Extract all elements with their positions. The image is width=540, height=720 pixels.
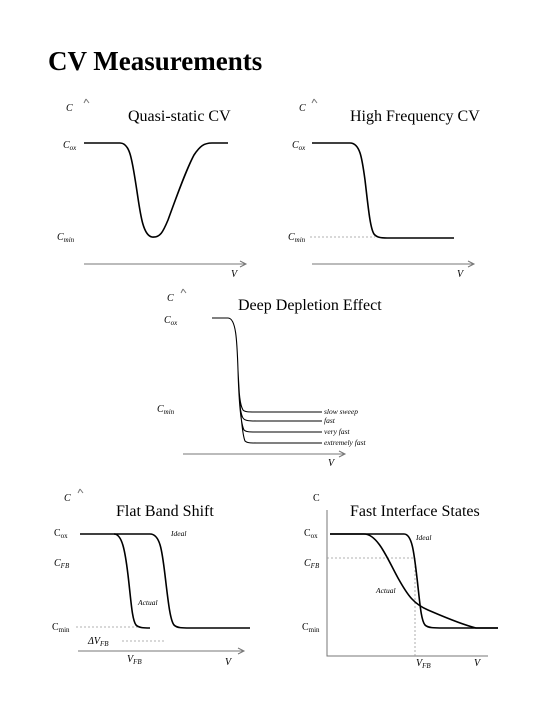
sweep-label: very fast (324, 427, 351, 436)
y-axis-symbol: C (313, 493, 320, 504)
actual-label: Actual (137, 598, 158, 607)
flat-band-title: Flat Band Shift (116, 503, 214, 520)
x-axis (312, 260, 476, 268)
x-axis-symbol: V (231, 269, 239, 280)
axes (326, 510, 488, 657)
x-axis (183, 450, 347, 458)
cmin-label: Cmin (52, 622, 70, 634)
vfb-label: VFB (127, 654, 142, 666)
sweep-label: fast (324, 416, 336, 425)
x-axis-symbol: V (474, 658, 482, 669)
y-axis-arrow (83, 98, 90, 104)
delta-vfb-label: ΔVFB (87, 636, 109, 648)
ideal-curve (330, 533, 498, 629)
ideal-curve (114, 533, 250, 629)
vfb-label: VFB (416, 658, 431, 670)
cox-label: Cox (304, 528, 318, 540)
cmin-label: Cmin (57, 232, 75, 244)
quasi-static-panel: C Cox Cmin V (57, 98, 248, 280)
fast-interface-title: Fast Interface States (350, 503, 480, 520)
quasi-static-title: Quasi-static CV (128, 108, 231, 125)
fast-interface-panel: C Cox CFB Cmin Ideal Actual VFB V (302, 493, 498, 670)
ideal-label: Ideal (170, 529, 186, 538)
y-axis-symbol: C (66, 103, 73, 114)
x-axis (84, 260, 248, 268)
y-axis-arrow (180, 288, 187, 294)
high-frequency-title: High Frequency CV (350, 108, 480, 125)
high-frequency-curve (312, 142, 454, 239)
vfb-guides (327, 557, 416, 656)
cmin-label: Cmin (288, 232, 306, 244)
y-axis-symbol: C (64, 493, 71, 504)
ideal-label: Ideal (415, 533, 431, 542)
deep-depletion-panel: C Cox Cmin V slow sweep fast very fast e… (157, 288, 366, 469)
cmin-label: Cmin (302, 622, 320, 634)
x-axis-symbol: V (328, 458, 336, 469)
quasi-static-curve (84, 142, 228, 238)
x-axis-symbol: V (225, 657, 233, 668)
sweep-label: slow sweep (324, 407, 358, 416)
actual-label: Actual (375, 586, 396, 595)
high-frequency-panel: C Cox Cmin V (288, 98, 476, 280)
y-axis-symbol: C (299, 103, 306, 114)
cox-label: Cox (54, 528, 68, 540)
actual-curve (330, 533, 498, 629)
cmin-label: Cmin (157, 404, 175, 416)
y-axis-arrow (77, 488, 84, 494)
page-title: CV Measurements (48, 46, 263, 76)
y-axis-arrow (311, 98, 318, 104)
deep-depletion-curves (212, 317, 322, 444)
cox-label: Cox (164, 315, 178, 327)
actual-curve (80, 533, 151, 629)
cox-label: Cox (292, 140, 306, 152)
cfb-label: CFB (54, 558, 70, 570)
cox-label: Cox (63, 140, 77, 152)
x-axis-symbol: V (457, 269, 465, 280)
sweep-label: extremely fast (324, 438, 366, 447)
x-axis (78, 647, 246, 655)
cfb-label: CFB (304, 558, 320, 570)
deep-depletion-title: Deep Depletion Effect (238, 297, 382, 314)
y-axis-symbol: C (167, 293, 174, 304)
flat-band-panel: C Cox CFB Cmin V Ideal Actual ΔVFB VFB (52, 488, 250, 668)
